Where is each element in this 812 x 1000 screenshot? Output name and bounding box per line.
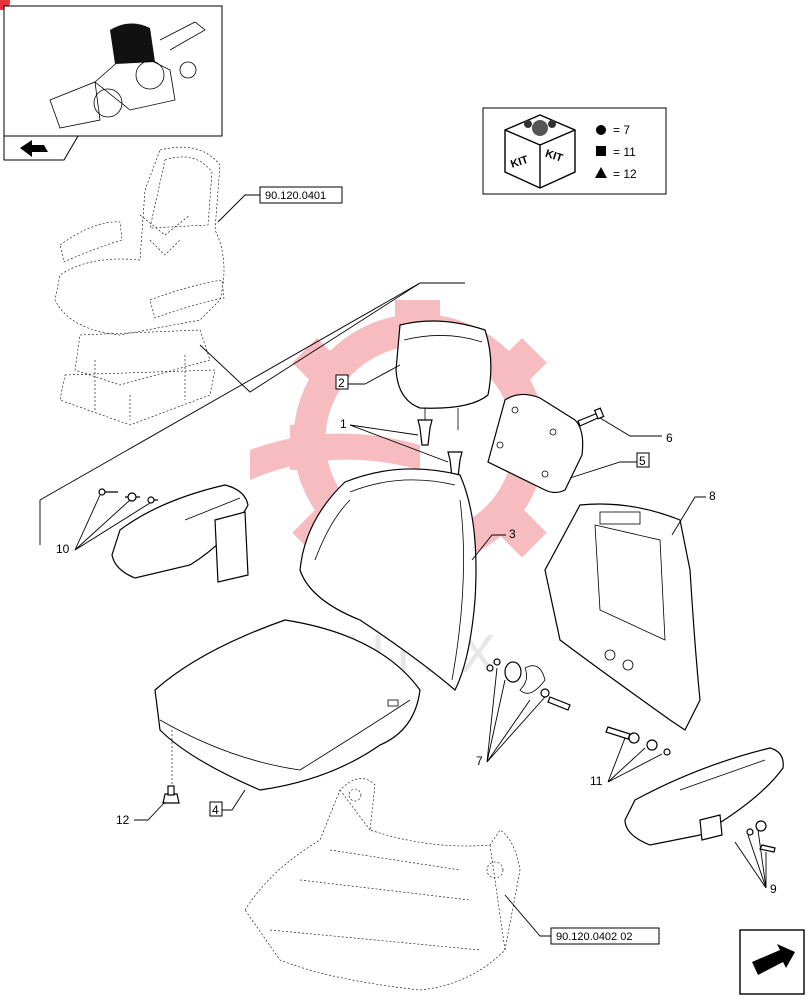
part-backrest-cushion [299,468,477,691]
seat-assembly-reference [54,146,225,426]
part-armrest-left [98,484,249,583]
triangle-icon [595,167,607,178]
svg-text:9: 9 [770,882,777,896]
callout-4[interactable]: 4 [209,789,246,817]
callout-12[interactable]: 12 [116,801,166,827]
locator-thumbnail [3,5,223,137]
explode-frame-lines [39,282,465,545]
part-back-panel [487,393,584,494]
part-armrest-right [624,747,784,846]
part-spring-kit-7 [486,658,571,711]
svg-text:8: 8 [709,489,716,503]
ref-label-seat-assembly[interactable]: 90.120.0401 [217,186,343,223]
part-fasteners-11 [605,726,671,756]
kit-legend: KIT KIT = 7 = 11 = 12 [482,107,667,195]
svg-text:1: 1 [340,417,347,431]
svg-text:11: 11 [590,774,603,788]
kit-box-icon: KIT KIT [504,114,576,189]
square-icon [596,146,606,156]
part-headrest [395,320,492,430]
callout-1[interactable]: 1 [340,417,449,463]
svg-text:4: 4 [212,803,219,817]
ref-label-seat-frame[interactable]: 90.120.0402 02 [504,894,660,945]
callout-8[interactable]: 8 [671,489,716,536]
callout-5[interactable]: 5 [569,452,650,479]
callout-9[interactable]: 9 [734,829,777,896]
svg-text:90.120.0402 02: 90.120.0402 02 [556,931,632,943]
svg-text:12: 12 [116,813,130,827]
callout-6[interactable]: 6 [599,417,673,445]
svg-text:5: 5 [639,454,646,468]
part-screw-6 [577,407,605,427]
callout-11[interactable]: 11 [590,737,663,788]
circle-icon [596,125,606,135]
svg-text:6: 6 [666,431,673,445]
legend-item-triangle: = 12 [613,167,637,181]
kit-label-right: KIT [544,148,565,165]
svg-text:90.120.0401: 90.120.0401 [265,190,326,202]
back-arrow-icon[interactable] [20,140,48,157]
part-bolt-12 [162,785,180,804]
next-page-arrow-icon[interactable] [752,944,795,975]
legend-item-circle: = 7 [613,123,630,137]
legend-item-square: = 11 [613,145,636,159]
callout-7[interactable]: 7 [476,667,546,768]
next-page-arrow-box[interactable] [739,929,805,995]
svg-text:10: 10 [56,542,70,556]
svg-text:7: 7 [476,754,483,768]
callout-2[interactable]: 2 [335,364,401,390]
seat-frame-reference [244,778,521,991]
part-fasteners-9 [746,820,776,853]
kit-label-left: KIT [509,154,530,171]
part-back-frame [544,503,701,731]
svg-text:3: 3 [509,527,516,541]
callout-10[interactable]: 10 [56,494,151,556]
callout-3[interactable]: 3 [471,527,516,561]
part-headrest-guides [417,419,463,478]
part-seat-cushion [154,619,421,791]
back-arrow-tab[interactable] [3,135,79,161]
svg-text:2: 2 [338,376,345,390]
